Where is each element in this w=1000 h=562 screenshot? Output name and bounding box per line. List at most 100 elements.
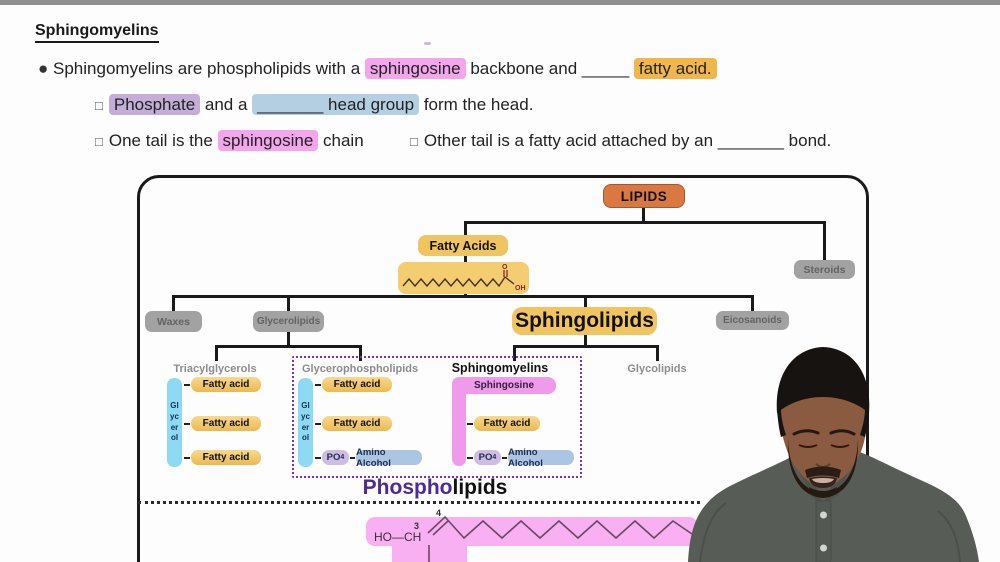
line3b-pre: Other tail is a fatty acid attached by a…: [423, 131, 718, 150]
phospholipids-title: Phospholipids: [360, 476, 510, 500]
highlight-sphingosine: sphingosine: [364, 58, 466, 79]
connector: [464, 221, 825, 224]
line3b-blank: _______: [717, 131, 784, 150]
eyebrow-right: [829, 429, 856, 436]
bond-dash: [502, 457, 507, 459]
line1-text: Sphingomyelins are phospholipids with a: [53, 59, 365, 78]
po4-subscript: 4: [340, 454, 345, 461]
shirt-folds: [699, 502, 961, 562]
connector: [584, 335, 587, 347]
highlight-head-group: _______ head group: [252, 94, 420, 115]
connector: [642, 205, 645, 222]
phospholipids-group-outline: [292, 356, 582, 478]
connector: [584, 295, 587, 308]
highlight-fatty-acid: fatty acid.: [633, 58, 717, 79]
line3a-post: chain: [318, 131, 364, 150]
amino-alcohol-pill: Amino Alcohol: [508, 447, 574, 469]
connector: [172, 295, 175, 312]
connector: [751, 295, 754, 312]
shirt-button: [820, 511, 827, 519]
bond-dash: [315, 423, 321, 425]
connector: [287, 295, 290, 312]
phospho-part: Phospho: [362, 476, 453, 499]
fatty-acid-pill: Fatty acid: [322, 416, 392, 431]
fatty-acid-chain-drawing: O OH: [402, 264, 526, 292]
po4-subscript: 4: [492, 454, 497, 461]
diagram-frame: [137, 175, 869, 562]
bond-glyph: —: [392, 530, 404, 544]
bond-dash: [467, 457, 473, 459]
node-fatty-acids: Fatty Acids: [418, 235, 508, 256]
connector: [215, 345, 361, 348]
carbon-4-number: 4: [436, 508, 442, 518]
connector: [173, 295, 753, 298]
connector: [513, 345, 516, 361]
highlight-sphingosine-2: sphingosine: [217, 130, 319, 151]
label-glycolipids: Glycolipids: [627, 363, 687, 375]
line2-mid: and a: [200, 95, 253, 114]
eyebrow-left: [792, 429, 820, 436]
fatty-acid-pill: Fatty acid: [474, 416, 540, 431]
highlight-phosphate: Phosphate: [108, 94, 201, 115]
ho-ch-group: HO—CH: [374, 530, 421, 544]
sphingosine-backbone-bar: [452, 377, 466, 466]
note-line-3a: □ One tail is the sphingosine chain: [95, 130, 364, 151]
fatty-acid-pill: Fatty acid: [191, 377, 261, 392]
face: [779, 395, 868, 488]
bond-dash: [184, 384, 190, 386]
label-triacylglycerols: Triacylglycerols: [173, 363, 257, 375]
line1-blank: _____: [581, 59, 634, 78]
po4-label: PO: [478, 452, 493, 463]
shirt-button: [820, 544, 827, 552]
node-lipids: LIPIDS: [603, 184, 685, 208]
fatty-acid-structure-box: O OH: [398, 262, 529, 294]
bond-dash: [467, 423, 473, 425]
node-eicosanoids: Eicosanoids: [716, 311, 789, 330]
lipids-part: lipids: [452, 476, 508, 499]
bullet-icon: ●: [38, 59, 49, 78]
bond-dash: [184, 423, 190, 425]
fatty-acid-pill: Fatty acid: [191, 416, 261, 431]
note-line-2: □ Phosphate and a _______ head group form…: [95, 94, 534, 115]
eye-left-closed: [798, 444, 818, 448]
dotted-divider: [138, 501, 700, 504]
checkbox-icon: □: [95, 98, 103, 113]
bond-dash: [350, 457, 355, 459]
line3a-pre: One tail is the: [108, 131, 218, 150]
sphingosine-label: Sphingosine: [474, 380, 534, 391]
po4-label: PO: [326, 452, 341, 463]
line1-mid: backbone and: [465, 59, 582, 78]
ho-label: HO: [374, 530, 392, 544]
checkbox-icon: □: [410, 134, 418, 149]
note-line-1: ● Sphingomyelins are phospholipids with …: [38, 58, 717, 79]
page-title: Sphingomyelins: [35, 22, 159, 43]
ch-label: CH: [404, 530, 422, 544]
connector: [359, 345, 362, 361]
sphingosine-chain-drawing: [427, 515, 693, 562]
glycerol-bar: Glycerol: [167, 378, 182, 467]
glycerol-label: Glycerol: [170, 401, 179, 443]
connector: [823, 221, 826, 261]
teeth: [812, 478, 834, 483]
stray-annotation-mark: [424, 42, 431, 45]
shirt: [688, 451, 979, 562]
amino-alcohol-pill: Amino Alcohol: [356, 447, 422, 469]
connector: [656, 345, 659, 361]
line2-post: form the head.: [419, 95, 534, 114]
node-steroids: Steroids: [794, 260, 855, 279]
checkbox-icon: □: [95, 134, 103, 149]
carbon-3-number: 3: [414, 521, 420, 531]
line3b-post: bond.: [783, 131, 832, 150]
note-line-3b: □ Other tail is a fatty acid attached by …: [410, 131, 831, 151]
instructor-video-overlay: [688, 347, 979, 562]
bond-dash: [315, 457, 321, 459]
hair: [776, 347, 870, 413]
connector: [464, 221, 467, 297]
connector: [215, 345, 218, 361]
glycerol-label: Glycerol: [301, 401, 310, 443]
hydroxyl-oh-label: OH: [515, 285, 526, 292]
chin-beard: [809, 487, 837, 498]
